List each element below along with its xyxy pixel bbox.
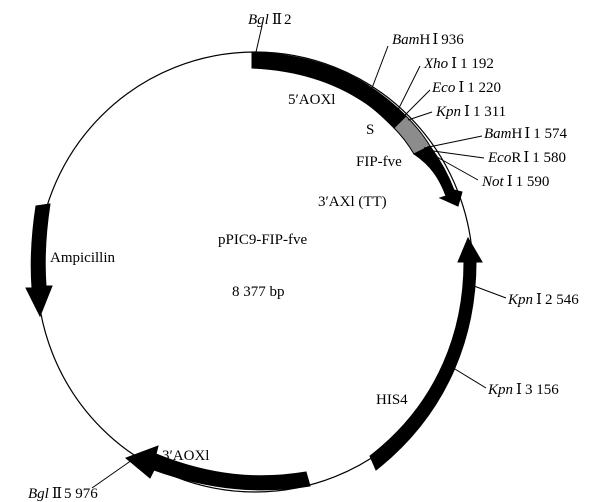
leader-bgl2-5976: [91, 459, 133, 489]
plasmid-name: pPIC9-FIP-fve: [218, 232, 308, 248]
tt-segment: [413, 145, 463, 207]
aox1-3-prime-segment: [125, 445, 311, 491]
his4-marker: [369, 236, 483, 471]
leader-bamh1-1574: [423, 135, 483, 149]
leader-kpn1-3156: [449, 365, 487, 389]
ampicillin-marker: [25, 203, 53, 318]
label-3-aox1: 3′AOXl: [162, 448, 209, 464]
label-signal: S: [366, 122, 374, 138]
leader-bgl2-2: [255, 25, 263, 53]
leader-kpn1-1311: [407, 111, 433, 121]
label-5-aox1: 5′AOXl: [288, 92, 335, 108]
label-his4: HIS4: [376, 392, 408, 408]
leader-xho1: [397, 65, 421, 111]
label-3-axl-tt: 3′AXl (TT): [318, 194, 387, 210]
leader-ecor1: [425, 149, 485, 159]
label-ampicillin: Ampicillin: [50, 250, 115, 266]
plasmid-size: 8 377 bp: [232, 284, 285, 300]
leader-not1: [427, 151, 479, 181]
leader-kpn1-2546: [473, 285, 507, 299]
label-fip-fve: FIP-fve: [356, 154, 402, 170]
leader-bamh1-936: [371, 45, 389, 89]
leader-eco1: [403, 89, 431, 117]
